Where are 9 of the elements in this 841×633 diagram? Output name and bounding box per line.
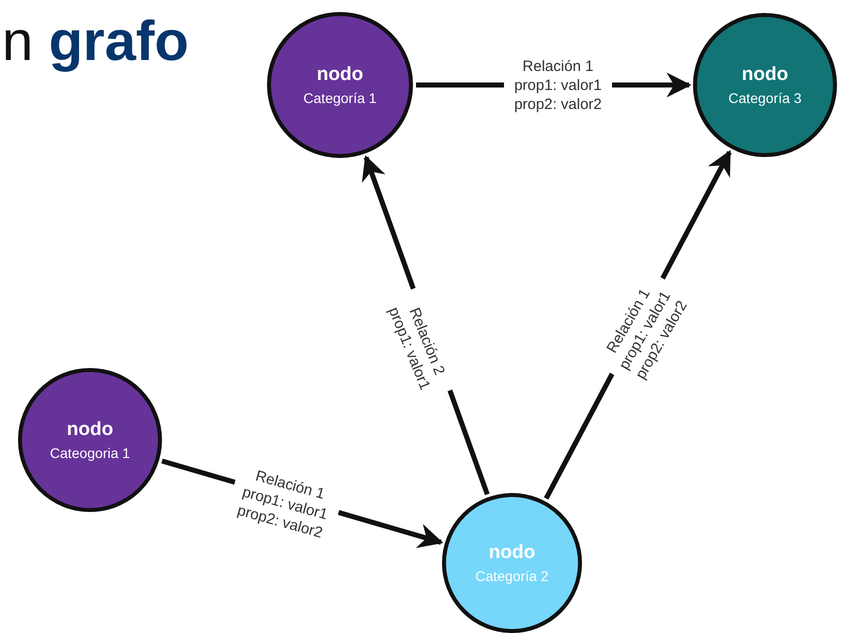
node-label: nodo — [66, 419, 114, 441]
node-label: nodo — [742, 64, 788, 86]
node-label: nodo — [488, 542, 536, 564]
node-category: Cateogoria 1 — [50, 445, 130, 461]
node-category: Categoría 3 — [728, 90, 802, 106]
node-category: Categoría 2 — [475, 568, 549, 584]
node-category: Categoría 1 — [303, 90, 377, 106]
node-label: nodo — [316, 64, 364, 86]
title: n grafo — [2, 8, 189, 73]
